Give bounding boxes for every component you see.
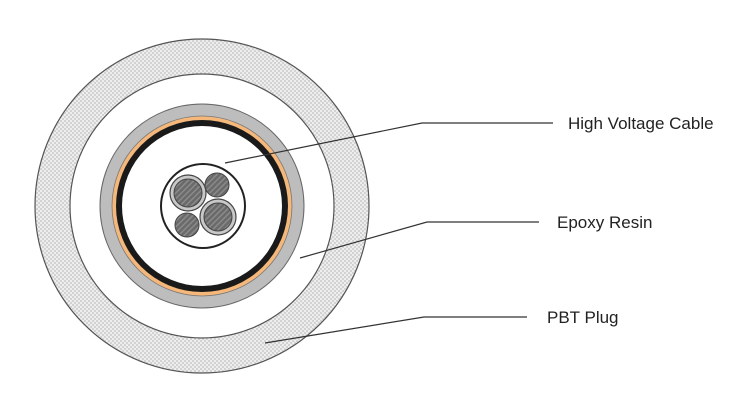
label-high-voltage-cable: High Voltage Cable [568, 114, 714, 133]
leader-line-pbt [264, 316, 527, 344]
conductor [204, 172, 230, 198]
leader-line-epoxy [299, 221, 539, 259]
label-epoxy-resin: Epoxy Resin [557, 213, 652, 232]
leader-line-high-voltage [224, 122, 553, 164]
label-pbt-plug: PBT Plug [547, 308, 619, 327]
leader-lines [224, 122, 553, 344]
conductor [174, 212, 200, 238]
cable-core [160, 163, 246, 249]
